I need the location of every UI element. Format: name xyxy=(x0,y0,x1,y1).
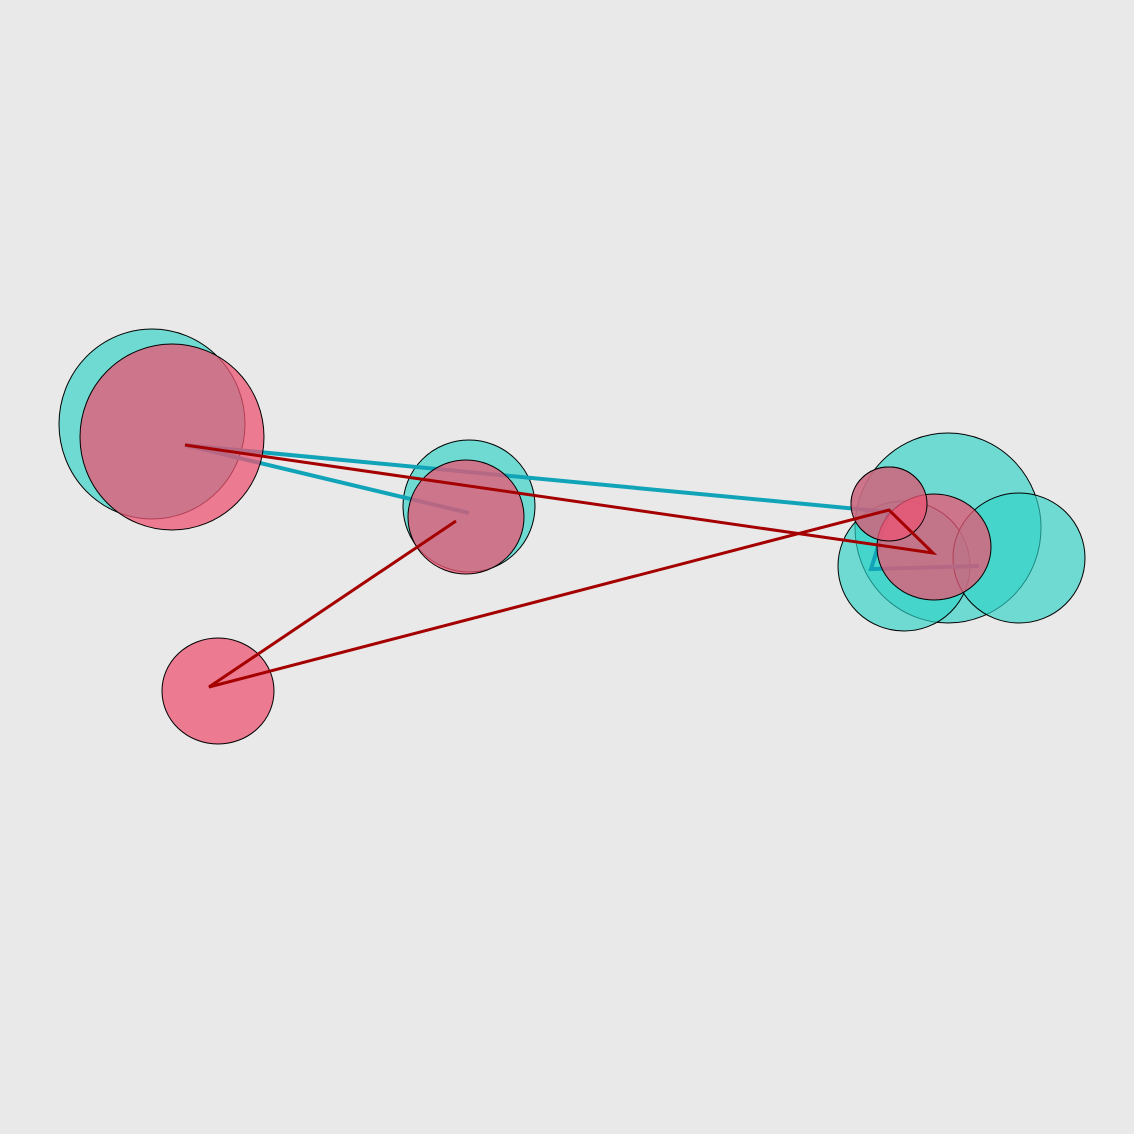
pink-layer xyxy=(79,343,992,745)
red-connector-path xyxy=(184,443,938,689)
pink-node-5 xyxy=(161,637,275,745)
pink-node-2 xyxy=(407,459,525,575)
pink-node-4 xyxy=(850,466,928,542)
pink-node-1 xyxy=(79,343,265,531)
